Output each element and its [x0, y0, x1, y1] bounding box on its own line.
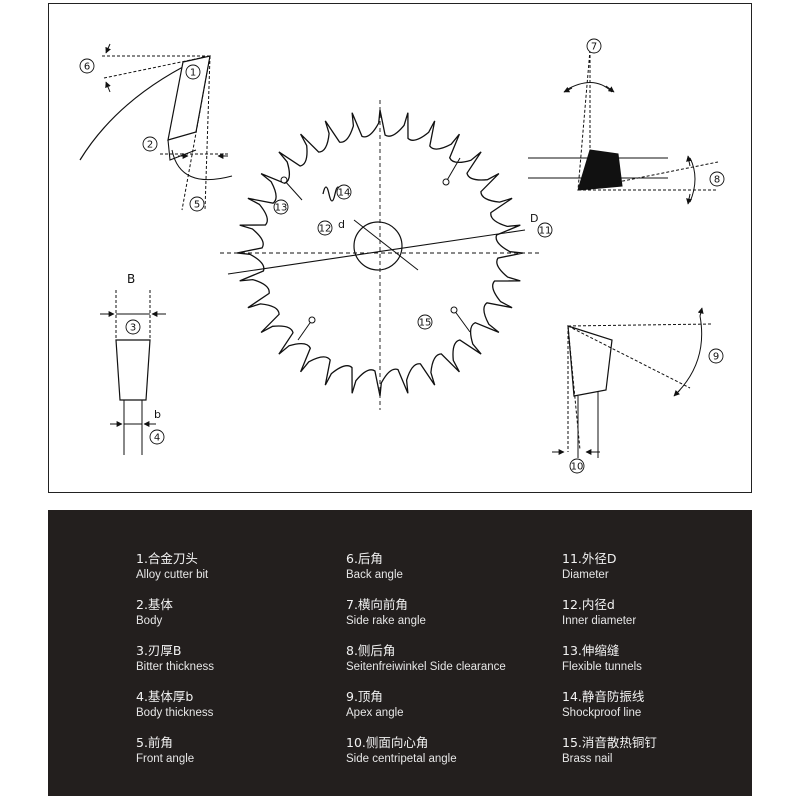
callout-circle-4 — [149, 429, 165, 445]
callout-number-14: 14 — [338, 188, 351, 199]
legend-item-15: 15.消音散热铜钉 Brass nail — [562, 734, 772, 768]
callout-number-10: 10 — [571, 462, 584, 473]
label-B: B — [127, 272, 135, 286]
arbor-hole — [353, 221, 403, 271]
legend-item-english: Inner diameter — [562, 615, 637, 627]
legend-item-title: 4.基体厚b — [136, 689, 194, 704]
legend-item-14: 14.静音防振线 Shockproof line — [562, 688, 772, 722]
legend-item-title: 14.静音防振线 — [562, 689, 645, 704]
legend-item-english: Back angle — [346, 569, 403, 581]
legend-item-title: 11.外径D — [562, 551, 617, 566]
detail-side-angles — [528, 49, 719, 205]
legend-item-6: 6.后角 Back angle — [346, 550, 556, 584]
callout-circle-1 — [185, 64, 201, 80]
legend-item-english: Front angle — [136, 753, 195, 765]
legend-item-english: Apex angle — [346, 707, 404, 719]
legend-item-2: 2.基体 Body — [136, 596, 346, 630]
callout-number-4: 4 — [154, 433, 160, 444]
legend-item-title: 7.横向前角 — [346, 597, 408, 612]
legend-item-11: 11.外径D Diameter — [562, 550, 772, 584]
legend-item-english: Body thickness — [136, 707, 214, 719]
saw-blade: D d — [220, 100, 540, 410]
callout-circle-2 — [142, 136, 158, 152]
shockproof-line — [322, 186, 342, 202]
legend-item-3: 3.刃厚B Bitter thickness — [136, 642, 346, 676]
callout-number-8: 8 — [714, 175, 720, 186]
legend-item-english: Alloy cutter bit — [136, 569, 209, 581]
diameter-line — [227, 229, 526, 275]
legend-item-english: Bitter thickness — [136, 661, 214, 673]
legend-item-title: 15.消音散热铜钉 — [562, 735, 657, 750]
callout-circle-12 — [317, 220, 333, 236]
legend-item-title: 2.基体 — [136, 597, 173, 612]
legend-item-english: Seitenfreiwinkel Side clearance — [346, 661, 506, 673]
callout-circle-14 — [336, 184, 352, 200]
legend-item-title: 1.合金刀头 — [136, 551, 198, 566]
callout-circle-9 — [708, 348, 724, 364]
callout-number-12: 12 — [319, 224, 332, 235]
callout-number-6: 6 — [84, 62, 90, 73]
legend-item-title: 6.后角 — [346, 551, 383, 566]
callout-circle-8 — [709, 171, 725, 187]
label-D: D — [530, 212, 538, 225]
legend-item-8: 8.侧后角 Seitenfreiwinkel Side clearance — [346, 642, 556, 676]
legend-item-title: 5.前角 — [136, 735, 173, 750]
callout-number-3: 3 — [130, 323, 136, 334]
legend-item-english: Body — [136, 615, 163, 627]
legend-item-english: Shockproof line — [562, 707, 642, 719]
callout-circle-11 — [537, 222, 553, 238]
legend-item-7: 7.横向前角 Side rake angle — [346, 596, 556, 630]
callout-number-15: 15 — [419, 318, 432, 329]
legend-item-title: 3.刃厚B — [136, 643, 182, 658]
legend-item-title: 13.伸缩缝 — [562, 643, 620, 658]
flexible-tunnels — [280, 157, 471, 341]
callout-number-9: 9 — [713, 352, 719, 363]
legend-item-10: 10.侧面向心角 Side centripetal angle — [346, 734, 556, 768]
callout-circle-3 — [125, 319, 141, 335]
blade-centerlines — [220, 100, 540, 410]
legend-item-title: 8.侧后角 — [346, 643, 396, 658]
callout-circle-7 — [586, 38, 602, 54]
callout-circle-15 — [417, 314, 433, 330]
legend-item-13: 13.伸缩缝 Flexible tunnels — [562, 642, 772, 676]
callout-number-11: 11 — [539, 226, 552, 237]
legend-item-5: 5.前角 Front angle — [136, 734, 346, 768]
callout-number-2: 2 — [147, 140, 153, 151]
legend-item-english: Side centripetal angle — [346, 753, 457, 765]
label-d: d — [338, 218, 345, 231]
callout-number-7: 7 — [591, 42, 597, 53]
saw-blade-diagram: D d — [79, 38, 725, 474]
legend-item-english: Diameter — [562, 569, 609, 581]
callout-number-1: 1 — [190, 68, 196, 79]
legend-item-title: 9.顶角 — [346, 689, 383, 704]
legend-item-english: Brass nail — [562, 753, 613, 765]
legend-item-1: 1.合金刀头 Alloy cutter bit — [136, 550, 346, 584]
callout-circle-5 — [189, 196, 205, 212]
legend-item-title: 12.内径d — [562, 597, 615, 612]
label-b: b — [154, 408, 161, 421]
callout-circle-13 — [273, 199, 289, 215]
callout-circle-6 — [79, 58, 95, 74]
callout-number-13: 13 — [275, 203, 288, 214]
detail-front-back-angle — [79, 43, 233, 211]
callout-number-5: 5 — [194, 200, 200, 211]
legend-item-9: 9.顶角 Apex angle — [346, 688, 556, 722]
detail-apex-angle — [552, 307, 713, 458]
inner-diameter-line — [353, 219, 419, 271]
legend-item-english: Flexible tunnels — [562, 661, 642, 673]
legend-item-title: 10.侧面向心角 — [346, 735, 429, 750]
callout-circle-10 — [569, 458, 585, 474]
detail-thickness — [100, 290, 166, 455]
legend-panel: 1.合金刀头 Alloy cutter bit 2.基体 Body 3.刃厚B Bitte… — [48, 510, 752, 796]
legend-item-english: Side rake angle — [346, 615, 426, 627]
